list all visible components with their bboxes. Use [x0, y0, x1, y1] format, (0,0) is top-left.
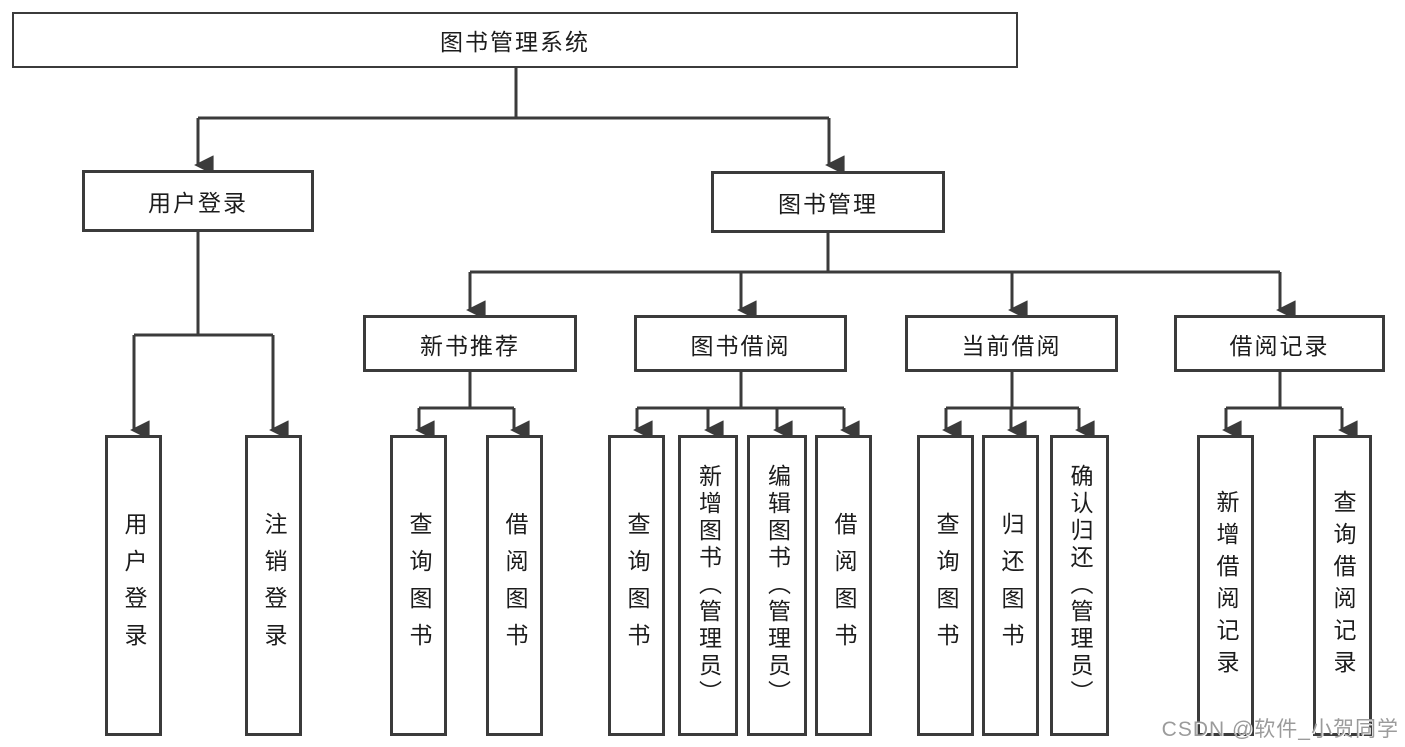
node-leaf-query-books-recommend: 查询图书: [390, 435, 447, 736]
node-leaf-add-borrow-record: 新增借阅记录: [1197, 435, 1254, 736]
connector-current-borrow-to-leaves: [942, 372, 1095, 440]
connector-records-to-leaves: [1222, 372, 1358, 440]
node-user-login: 用户登录: [82, 170, 314, 232]
node-leaf-return-books: 归还图书: [982, 435, 1039, 736]
node-leaf-query-books-borrow: 查询图书: [608, 435, 665, 736]
connector-book-mgmt-to-level3: [466, 233, 1296, 320]
node-current-borrow: 当前借阅: [905, 315, 1118, 372]
node-borrow-records: 借阅记录: [1174, 315, 1385, 372]
node-leaf-edit-books-admin: 编辑图书（管理员）: [747, 435, 807, 736]
node-leaf-add-books-admin: 新增图书（管理员）: [678, 435, 738, 736]
node-leaf-user-login: 用户登录: [105, 435, 162, 736]
node-book-management: 图书管理: [711, 171, 945, 233]
node-leaf-logout: 注销登录: [245, 435, 302, 736]
connector-user-login-to-leaves: [130, 232, 289, 440]
node-leaf-confirm-return-admin: 确认归还（管理员）: [1050, 435, 1109, 736]
connector-new-rec-to-leaves: [415, 372, 530, 440]
node-leaf-query-books-current: 查询图书: [917, 435, 974, 736]
connector-root-to-level2: [194, 68, 845, 175]
node-leaf-query-borrow-record: 查询借阅记录: [1313, 435, 1372, 736]
node-leaf-borrow-books: 借阅图书: [815, 435, 872, 736]
node-library-management-system: 图书管理系统: [12, 12, 1018, 68]
node-leaf-borrow-books-recommend: 借阅图书: [486, 435, 543, 736]
node-book-borrow: 图书借阅: [634, 315, 847, 372]
node-new-book-recommend: 新书推荐: [363, 315, 577, 372]
connector-book-borrow-to-leaves: [633, 372, 860, 440]
csdn-watermark: CSDN @软件_小贺同学: [1161, 718, 1399, 741]
